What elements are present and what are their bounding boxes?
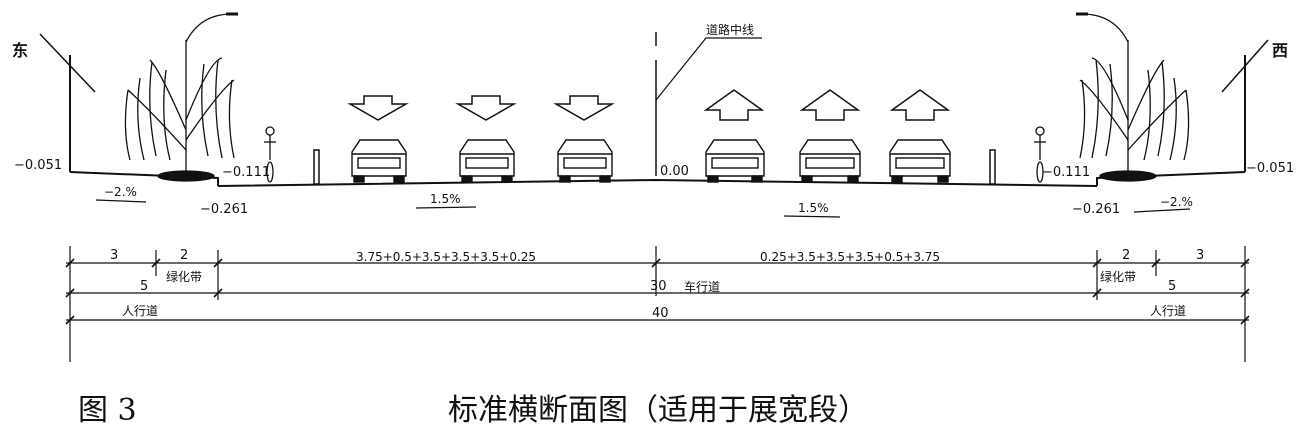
car-icon xyxy=(889,139,951,183)
arrow-up-icon xyxy=(799,89,861,121)
direction-west: 西 xyxy=(1272,41,1288,60)
cyclist-right-icon xyxy=(1034,126,1046,183)
car-icon xyxy=(351,139,407,183)
car-icon xyxy=(557,139,613,183)
slope-left-sidewalk: −2.% xyxy=(104,185,137,199)
tree-right-icon xyxy=(1076,12,1190,182)
dimension-lines xyxy=(65,246,1250,362)
arrow-down-icon xyxy=(347,95,409,121)
slope-right-carriageway: 1.5% xyxy=(798,201,829,215)
dim-overall-total: 40 xyxy=(652,306,669,321)
elevation-center: 0.00 xyxy=(660,164,689,179)
green-belt-left-label: 绿化带 xyxy=(166,269,202,284)
arrow-down-icon xyxy=(455,95,517,121)
elevation-left-curb-bottom: −0.261 xyxy=(200,202,248,217)
elevation-right-edge: −0.051 xyxy=(1246,161,1294,176)
arrow-up-icon xyxy=(889,89,951,121)
sidewalk-left-label: 人行道 xyxy=(122,304,158,318)
dim-left-green: 2 xyxy=(180,248,188,263)
figure-number: 图 3 xyxy=(78,393,137,428)
figure-title: 标准横断面图（适用于展宽段） xyxy=(448,393,868,428)
elevation-left-curb-top: −0.111 xyxy=(222,165,270,180)
carriageway-label: 车行道 xyxy=(684,279,720,294)
slope-right-sidewalk: −2.% xyxy=(1160,195,1193,209)
dim-left-sidewalk: 3 xyxy=(110,248,118,263)
arrow-down-icon xyxy=(553,95,615,121)
sidewalk-right-label: 人行道 xyxy=(1150,304,1186,318)
direction-east: 东 xyxy=(12,41,28,60)
dim-left-lanes: 3.75+0.5+3.5+3.5+3.5+0.25 xyxy=(356,250,536,264)
cyclist-left-icon xyxy=(264,126,276,183)
elevation-left-edge: −0.051 xyxy=(14,158,62,173)
dim-right-lanes: 0.25+3.5+3.5+3.5+0.5+3.75 xyxy=(760,250,940,264)
arrow-up-icon xyxy=(703,89,765,121)
centerline-label: 道路中线 xyxy=(706,22,754,37)
dim-right-total: 5 xyxy=(1168,279,1176,294)
green-belt-right-label: 绿化带 xyxy=(1100,269,1136,284)
slope-left-carriageway: 1.5% xyxy=(430,192,461,206)
car-icon xyxy=(799,139,861,183)
dim-right-sidewalk: 3 xyxy=(1196,248,1204,263)
dim-carriageway-total: 30 xyxy=(650,279,667,294)
tree-left-icon xyxy=(124,12,238,182)
road-profile xyxy=(39,32,1269,187)
dim-right-green: 2 xyxy=(1122,248,1130,263)
elevation-right-curb-bottom: −0.261 xyxy=(1072,202,1120,217)
elevation-right-curb-top: −0.111 xyxy=(1042,165,1090,180)
car-icon xyxy=(459,139,515,183)
car-icon xyxy=(705,139,765,183)
dim-left-total: 5 xyxy=(140,279,148,294)
